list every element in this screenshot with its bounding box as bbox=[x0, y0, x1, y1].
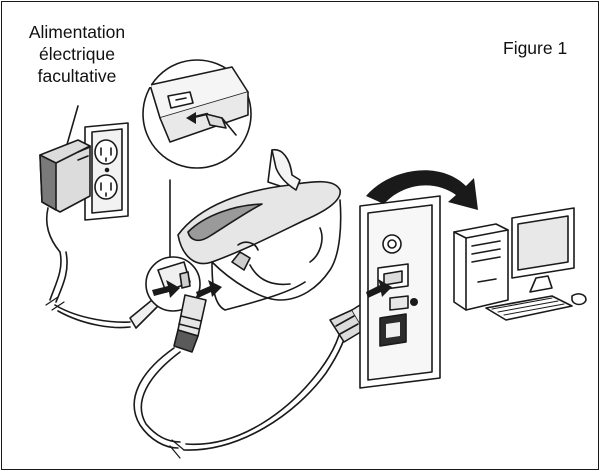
wall-outlet bbox=[84, 122, 129, 221]
rotate-view-arrow bbox=[366, 170, 478, 210]
computer-usb-arrow bbox=[366, 279, 392, 298]
callout-line-2: électrique bbox=[39, 44, 115, 64]
charging-cradle bbox=[177, 149, 342, 311]
power-adapter bbox=[39, 139, 91, 253]
callout-leader-line bbox=[65, 105, 79, 149]
tower bbox=[453, 223, 509, 311]
figure-label: Figure 1 bbox=[503, 38, 568, 58]
power-port-arrow bbox=[152, 280, 180, 298]
callout-line-3: facultative bbox=[37, 66, 117, 86]
desktop-computer bbox=[453, 207, 587, 321]
optional-power-supply-callout: Alimentation électrique facultative bbox=[3, 21, 151, 87]
usb-port-arrow bbox=[196, 280, 222, 298]
mouse bbox=[571, 293, 587, 306]
cradle-usb-connector bbox=[173, 294, 207, 353]
detail-magnifier bbox=[142, 59, 252, 169]
callout-line-1: Alimentation bbox=[28, 22, 126, 42]
usb-cable bbox=[133, 299, 379, 459]
